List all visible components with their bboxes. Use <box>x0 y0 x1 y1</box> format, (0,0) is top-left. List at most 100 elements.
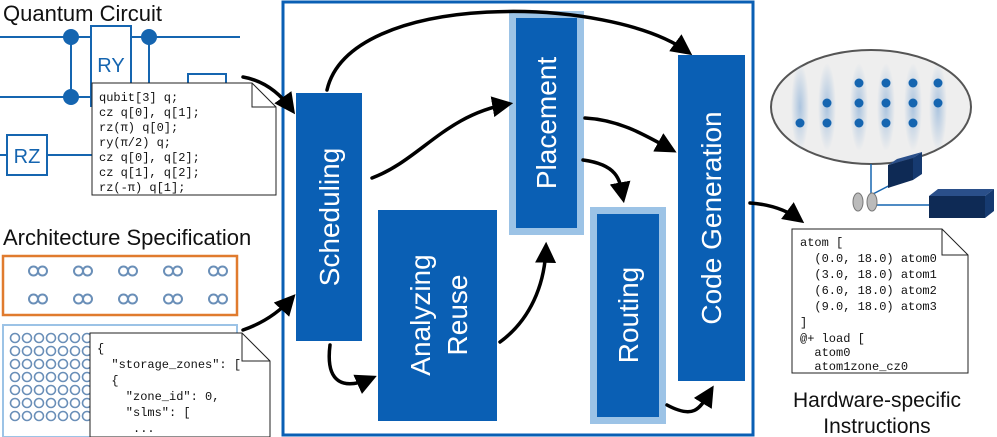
qasm-line: qubit[3] q; <box>99 91 178 105</box>
hardware-illustration <box>770 49 994 218</box>
analyzing-label: Analyzing <box>405 254 436 375</box>
qasm-line: rz(-π) q[1]; <box>99 181 185 195</box>
mirror <box>852 192 864 212</box>
storage-trap-ring <box>172 293 183 305</box>
qasm-line: cz q[0], q[1]; <box>99 106 200 120</box>
placement-block <box>516 18 577 228</box>
atom-dot <box>854 98 864 108</box>
qasm-line: cz q[0], q[2]; <box>99 151 200 165</box>
output-caption-line2: Instructions <box>823 415 930 437</box>
atom-dot <box>881 98 891 108</box>
storage-trap-ring <box>127 293 138 305</box>
trap-site-ring <box>45 358 57 370</box>
trap-site-ring <box>9 410 21 422</box>
mirror <box>866 192 878 212</box>
trap-site-ring <box>69 371 81 383</box>
code-generation-block <box>678 55 745 381</box>
atom-dot <box>854 78 864 88</box>
trap-site-ring <box>9 345 21 357</box>
laser-source-top <box>929 189 994 196</box>
qasm-line: cz q[1], q[2]; <box>99 166 200 180</box>
trap-site-ring <box>33 358 45 370</box>
trap-site-ring <box>45 345 57 357</box>
output-panel: atom [ (0.0, 18.0) atom0 (3.0, 18.0) ato… <box>791 228 969 437</box>
qasm-line: ry(π/2) q; <box>99 136 171 150</box>
trap-site-ring <box>57 384 69 396</box>
instruction-line: atom0 <box>800 346 850 360</box>
qasm-document-fold <box>251 83 276 108</box>
atom-dot <box>795 118 805 128</box>
trap-site-ring <box>21 397 33 409</box>
scheduling-block <box>296 93 362 341</box>
arrow-codegen-to-output <box>748 201 805 224</box>
atom-pair-grid <box>28 265 228 305</box>
trap-site-ring <box>33 410 45 422</box>
instruction-line: (0.0, 18.0) atom0 <box>800 252 937 266</box>
trap-site-ring <box>45 332 57 344</box>
atom-dot <box>822 118 832 128</box>
arrow-placement-to-codegen <box>583 116 677 153</box>
trap-site-ring <box>57 332 69 344</box>
instructions-document-fold <box>941 229 968 256</box>
modulator-block-top <box>888 152 922 165</box>
json-line: "storage_zones": [ <box>97 358 241 372</box>
trap-site-ring <box>9 397 21 409</box>
atom-dot <box>908 78 918 88</box>
qasm-line: rz(π) q[0]; <box>99 121 178 135</box>
storage-trap-ring <box>172 265 183 277</box>
trap-site-ring <box>33 345 45 357</box>
arrow-routing-to-codegen <box>665 385 714 414</box>
json-line: ... <box>97 422 155 436</box>
atom-dot <box>854 118 864 128</box>
trap-site-ring <box>69 397 81 409</box>
compiler-frame <box>281 0 755 437</box>
trap-site-ring <box>33 384 45 396</box>
trap-site-ring <box>69 332 81 344</box>
trap-site-ring <box>45 410 57 422</box>
trap-site-ring <box>69 345 81 357</box>
atom-dot <box>822 98 832 108</box>
trap-site-ring <box>45 371 57 383</box>
json-line: "zone_id": 0, <box>97 390 219 404</box>
architecture-panel: Architecture Specification { "storage_zo… <box>1 225 271 437</box>
trap-site-ring <box>69 410 81 422</box>
trap-site-ring <box>33 371 45 383</box>
routing-label: Routing <box>613 267 644 364</box>
json-line: "slms": [ <box>97 406 191 420</box>
laser-source-side <box>985 189 994 218</box>
output-caption-line1: Hardware-specific <box>793 389 961 412</box>
placement-label: Placement <box>531 57 562 190</box>
trap-site-ring <box>9 384 21 396</box>
trap-site-ring <box>9 332 21 344</box>
trap-site-ring <box>21 371 33 383</box>
trap-site-ring <box>45 384 57 396</box>
storage-trap-ring <box>217 265 228 277</box>
quantum-circuit-title: Quantum Circuit <box>3 1 162 26</box>
trap-site-ring <box>9 358 21 370</box>
atom-grid <box>795 78 943 128</box>
json-line: { <box>97 374 119 388</box>
trap-site-ring <box>69 384 81 396</box>
modulator-block-side <box>913 152 922 180</box>
trap-site-ring <box>57 397 69 409</box>
reuse-label: Reuse <box>442 275 473 356</box>
atom-dot <box>881 78 891 88</box>
instruction-line: (9.0, 18.0) atom3 <box>800 300 937 314</box>
quantum-circuit-panel: Quantum Circuit RY RZ qubit[3] q; cz q[0… <box>0 1 277 196</box>
instruction-line: (6.0, 18.0) atom2 <box>800 284 937 298</box>
rz-gate-label: RZ <box>14 146 41 168</box>
storage-trap-ring <box>127 265 138 277</box>
arrow-circuit-to-scheduling <box>241 75 296 115</box>
arrow-scheduling-to-codegen <box>325 9 693 92</box>
atom-dot <box>933 98 943 108</box>
instruction-line: atom [ <box>800 236 843 250</box>
trap-site-ring <box>33 397 45 409</box>
trap-site-ring <box>33 332 45 344</box>
storage-zone-box <box>1 254 239 317</box>
architecture-title: Architecture Specification <box>3 225 251 250</box>
instruction-line: (3.0, 18.0) atom1 <box>800 268 937 282</box>
instructions-document <box>791 228 969 374</box>
trap-site-ring <box>45 397 57 409</box>
trap-site-ring <box>21 332 33 344</box>
trap-site-ring <box>9 371 21 383</box>
